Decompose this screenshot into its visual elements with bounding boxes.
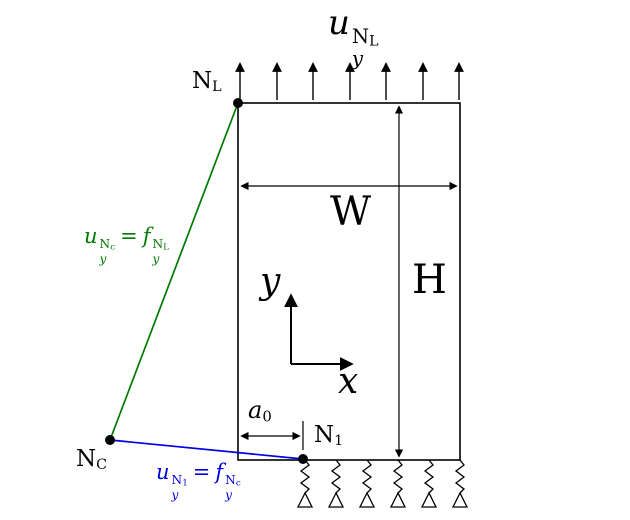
spring-support [328, 459, 344, 508]
spring-support [421, 459, 437, 508]
node-C-dot [105, 435, 115, 445]
crack-length-label: a0 [248, 396, 272, 426]
specimen-outline [237, 102, 461, 461]
x-axis-label: x [338, 361, 359, 402]
height-label: H [412, 257, 447, 303]
green-constraint-line [109, 102, 239, 441]
load-arrows [235, 62, 464, 100]
spring-supports [297, 459, 468, 508]
spring-support [390, 459, 406, 508]
coordinate-axes [284, 293, 354, 371]
width-label: W [330, 189, 372, 235]
blue-constraint-line [109, 439, 304, 460]
spring-support [297, 459, 313, 508]
node-L-dot [233, 98, 243, 108]
spring-support [359, 459, 375, 508]
node-L-label: NL [192, 68, 222, 96]
node-C-label: NC [76, 446, 108, 474]
spring-support [452, 459, 468, 508]
y-axis-label: y [260, 261, 281, 302]
node-1-label: N1 [314, 422, 344, 450]
